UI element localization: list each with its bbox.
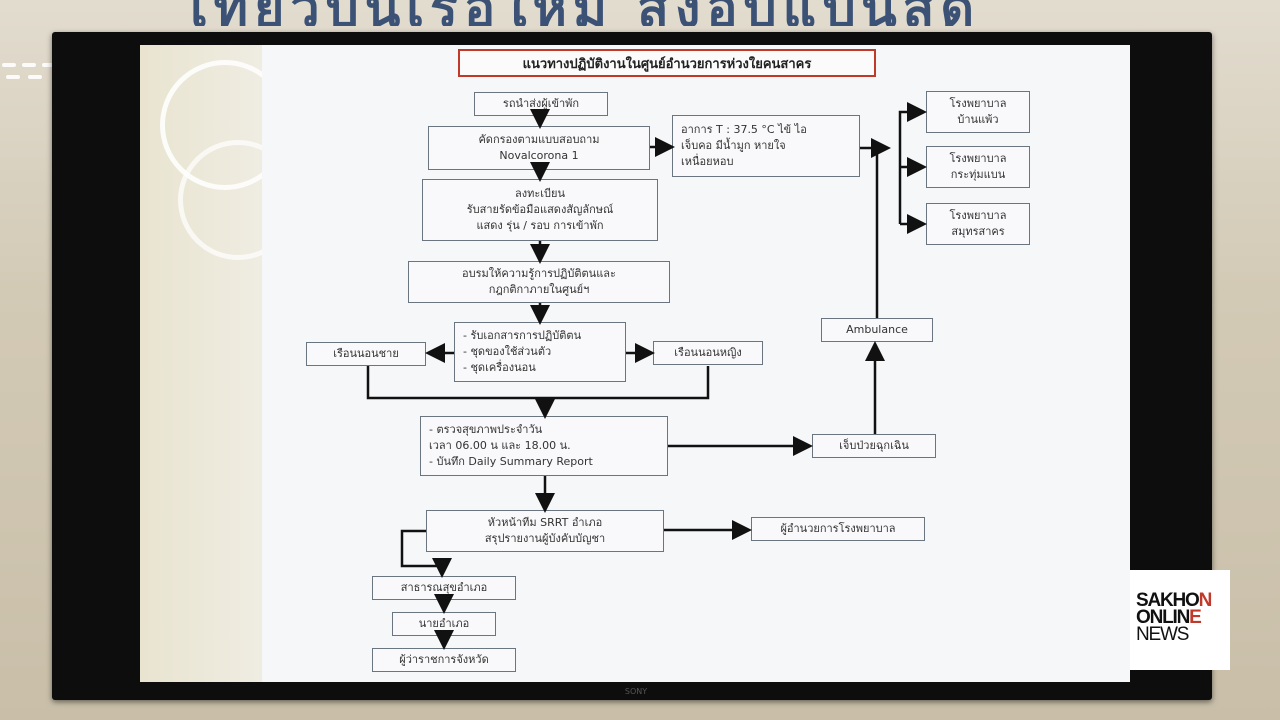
box-text: หัวหน้าทีม SRRT อำเภอ (487, 516, 603, 530)
box-text: นายอำเภอ (418, 617, 470, 631)
box-text: - รับเอกสารการปฏิบัติตน (463, 329, 582, 343)
box-text: - ตรวจสุขภาพประจำวัน (429, 423, 543, 437)
box-text: Novalcorona 1 (499, 149, 579, 162)
box-female-dorm: เรือนนอนหญิง (653, 341, 763, 365)
box-ambulance: Ambulance (821, 318, 933, 342)
box-text: สมุทรสาคร (951, 225, 1005, 238)
box-text: รถนำส่งผู้เข้าพัก (502, 97, 580, 111)
box-text: ผู้ว่าราชการจังหวัด (399, 653, 489, 667)
box-text: โรงพยาบาล (949, 209, 1007, 223)
box-text: โรงพยาบาล (949, 97, 1007, 111)
box-male-dorm: เรือนนอนชาย (306, 342, 426, 366)
slide-side-panel (140, 45, 298, 682)
box-srrt-head: หัวหน้าทีม SRRT อำเภอ สรุปรายงานผู้บังคั… (426, 510, 664, 552)
box-district-chief: นายอำเภอ (392, 612, 496, 636)
box-text: - ชุดของใช้ส่วนตัว (463, 345, 552, 359)
box-text: - ชุดเครื่องนอน (463, 360, 536, 374)
wall-banner-text: เที่ยวบนเรือใหม่ สั่งอบแป้นสด (190, 0, 1170, 26)
box-text: เรือนนอนหญิง (674, 346, 742, 360)
box-hospital-banphaeo: โรงพยาบาล บ้านแพ้ว (926, 91, 1030, 133)
box-text: เจ็บป่วยฉุกเฉิน (839, 439, 909, 453)
box-text: ลงทะเบียน (515, 187, 565, 201)
box-hospital-krathumbaen: โรงพยาบาล กระทุ่มแบน (926, 146, 1030, 188)
tv-brand-label: SONY (624, 687, 648, 696)
logo-text: SAKHO (1136, 590, 1200, 611)
box-text: Ambulance (846, 323, 908, 337)
box-emergency: เจ็บป่วยฉุกเฉิน (812, 434, 936, 458)
box-text: เหนื่อยหอบ (681, 154, 734, 168)
box-training: อบรมให้ความรู้การปฏิบัติตนและ กฎกติกาภาย… (408, 261, 670, 303)
box-governor: ผู้ว่าราชการจังหวัด (372, 648, 516, 672)
box-daily-check: - ตรวจสุขภาพประจำวัน เวลา 06.00 น และ 18… (420, 416, 668, 476)
logo-text: NEWS (1136, 624, 1189, 645)
box-text: ผู้อำนวยการโรงพยาบาล (780, 522, 896, 536)
box-text: สาธารณสุขอำเภอ (400, 581, 488, 595)
logo-text: ONLIN (1136, 607, 1190, 628)
box-hospital-director: ผู้อำนวยการโรงพยาบาล (751, 517, 925, 541)
box-text: แสดง รุ่น / รอบ การเข้าพัก (476, 218, 604, 232)
box-text: เวลา 06.00 น และ 18.00 น. (429, 439, 571, 453)
box-symptoms: อาการ T : 37.5 °C ไข้ ไอ เจ็บคอ มีน้ำมูก… (672, 115, 860, 177)
slide-title: แนวทางปฏิบัติงานในศูนย์อำนวยการห่วงใยคนส… (458, 49, 876, 77)
box-text: อาการ T : 37.5 °C ไข้ ไอ (681, 123, 807, 137)
box-text: เจ็บคอ มีน้ำมูก หายใจ (681, 139, 786, 153)
box-text: รับสายรัดข้อมือแสดงสัญลักษณ์ (466, 203, 614, 217)
sakhon-online-news-logo: SAKHON ONLINE NEWS (1130, 570, 1230, 670)
box-hospital-samutsakhon: โรงพยาบาล สมุทรสาคร (926, 203, 1030, 245)
box-text: เรือนนอนชาย (333, 347, 399, 361)
box-text: กฎกติกาภายในศูนย์ฯ (488, 283, 590, 296)
box-arrival: รถนำส่งผู้เข้าพัก (474, 92, 608, 116)
box-text: กระทุ่มแบน (950, 168, 1006, 181)
box-district-health: สาธารณสุขอำเภอ (372, 576, 516, 600)
box-text: - บันทึก Daily Summary Report (429, 454, 593, 468)
box-supplies: - รับเอกสารการปฏิบัติตน - ชุดของใช้ส่วนต… (454, 322, 626, 382)
logo-text: N (1198, 590, 1213, 611)
box-text: โรงพยาบาล (949, 152, 1007, 166)
box-registration: ลงทะเบียน รับสายรัดข้อมือแสดงสัญลักษณ์ แ… (422, 179, 658, 241)
box-text: สรุปรายงานผู้บังคับบัญชา (484, 532, 606, 545)
box-text: อบรมให้ความรู้การปฏิบัติตนและ (462, 267, 616, 281)
ceiling-lights (0, 55, 60, 85)
box-text: คัดกรองตามแบบสอบถาม (478, 133, 600, 147)
logo-text: E (1189, 607, 1202, 628)
box-text: บ้านแพ้ว (957, 113, 999, 126)
box-screening: คัดกรองตามแบบสอบถาม Novalcorona 1 (428, 126, 650, 170)
